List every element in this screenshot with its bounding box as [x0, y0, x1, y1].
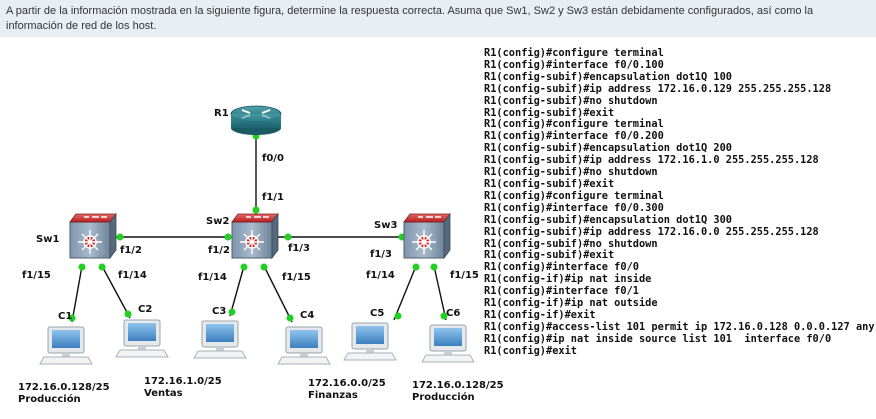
pc-label-c5: C5	[370, 308, 384, 319]
config-line: R1(config-subif)#ip address 172.16.0.0 2…	[484, 225, 819, 238]
pc-c4[interactable]	[277, 326, 331, 365]
switch-sw3[interactable]	[403, 213, 451, 259]
iface-sw3-f1-3: f1/3	[370, 249, 392, 260]
config-line: R1(config-subif)#exit	[484, 177, 615, 190]
net-name-3: Finanzas	[308, 390, 358, 401]
net-name-1: Producción	[18, 393, 81, 405]
iface-sw3-f1-14: f1/14	[366, 270, 395, 281]
config-line: R1(config)#access-list 101 permit ip 172…	[484, 320, 875, 333]
net-address-1: 172.16.0.128/25	[18, 382, 110, 393]
pc-c3[interactable]	[193, 320, 247, 359]
config-line: R1(config-subif)#encapsulation dot1Q 100	[484, 70, 732, 83]
config-line: R1(config-subif)#encapsulation dot1Q 300	[484, 213, 732, 226]
iface-sw1-f1-15: f1/15	[22, 270, 51, 281]
link-sw1-c2	[101, 265, 131, 319]
net-address-2: 172.16.1.0/25	[144, 376, 222, 387]
pc-label-c6: C6	[446, 308, 460, 319]
config-line: R1(config)#ip nat inside source list 101…	[484, 332, 832, 345]
link-sw1-c1	[71, 265, 83, 323]
pc-label-c1: C1	[58, 311, 72, 322]
pc-c6[interactable]	[421, 324, 475, 363]
switch-label-sw1: Sw1	[36, 234, 59, 245]
config-line: R1(config-subif)#no shutdown	[484, 94, 658, 107]
config-line: R1(config-subif)#exit	[484, 106, 615, 119]
iface-sw3-f1-15: f1/15	[450, 270, 479, 281]
iface-sw2-f1-1: f1/1	[262, 192, 284, 203]
switch-sw2[interactable]	[231, 213, 279, 259]
link-sw3-c6	[433, 265, 447, 321]
config-line: R1(config)#configure terminal	[484, 118, 664, 131]
pc-c2[interactable]	[115, 319, 169, 358]
pc-label-c3: C3	[212, 306, 226, 317]
config-line: R1(config-subif)#no shutdown	[484, 237, 658, 250]
config-line: R1(config)#exit	[484, 344, 577, 357]
switch-sw1[interactable]	[69, 213, 117, 259]
config-line: R1(config)#interface f0/0.100	[484, 58, 664, 71]
config-line: R1(config-if)#exit	[484, 308, 596, 321]
config-line: R1(config)#interface f0/0.300	[484, 201, 664, 214]
iface-r1-f0-0: f0/0	[262, 153, 284, 164]
switch-label-sw2: Sw2	[206, 216, 229, 227]
net-name-4: Producción	[412, 391, 475, 403]
iface-sw2-f1-15: f1/15	[282, 272, 311, 283]
link-sw3-c5	[393, 265, 417, 321]
net-address-4: 172.16.0.128/25	[412, 380, 504, 391]
net-name-2: Ventas	[144, 388, 183, 399]
pc-label-c2: C2	[138, 304, 152, 315]
iface-sw1-f1-14: f1/14	[118, 270, 147, 281]
config-line: R1(config-if)#ip nat inside	[484, 273, 652, 286]
config-line: R1(config-subif)#no shutdown	[484, 166, 658, 179]
config-line: R1(config-subif)#ip address 172.16.1.0 2…	[484, 154, 819, 167]
config-line: R1(config)#interface f0/0	[484, 261, 639, 274]
iface-sw2-f1-2: f1/2	[208, 245, 230, 256]
config-line: R1(config)#configure terminal	[484, 189, 664, 202]
iface-sw2-f1-14: f1/14	[198, 272, 227, 283]
link-sw2-c4	[263, 265, 293, 323]
switch-label-sw3: Sw3	[374, 220, 397, 231]
config-line: R1(config-subif)#exit	[484, 249, 615, 262]
config-line: R1(config-subif)#encapsulation dot1Q 200	[484, 142, 732, 155]
net-address-3: 172.16.0.0/25	[308, 378, 386, 389]
iface-sw2-f1-3: f1/3	[288, 243, 310, 254]
link-sw2-c3	[229, 265, 245, 317]
question-text: A partir de la información mostrada en l…	[6, 5, 814, 32]
network-figure: R1 Sw1 Sw2 Sw3 f0/0 f1/1 f1/2 f1/2 f1/3 …	[6, 40, 875, 414]
pc-label-c4: C4	[300, 310, 314, 321]
pc-c1[interactable]	[39, 326, 93, 365]
config-line: R1(config)#interface f0/0.200	[484, 130, 664, 143]
links	[71, 130, 447, 323]
config-line: R1(config-subif)#ip address 172.16.0.129…	[484, 82, 832, 95]
config-line: R1(config)#interface f0/1	[484, 285, 639, 298]
iface-sw1-f1-2: f1/2	[120, 245, 142, 256]
router-label: R1	[214, 108, 229, 119]
pc-c5[interactable]	[343, 322, 397, 361]
config-line: R1(config)#configure terminal	[484, 47, 664, 59]
config-line: R1(config-if)#ip nat outside	[484, 297, 658, 310]
topology-diagram: R1 Sw1 Sw2 Sw3 f0/0 f1/1 f1/2 f1/2 f1/3 …	[18, 105, 504, 405]
port-dots	[68, 132, 448, 322]
router-r1[interactable]	[230, 105, 282, 135]
question-panel: A partir de la información mostrada en l…	[0, 0, 876, 37]
